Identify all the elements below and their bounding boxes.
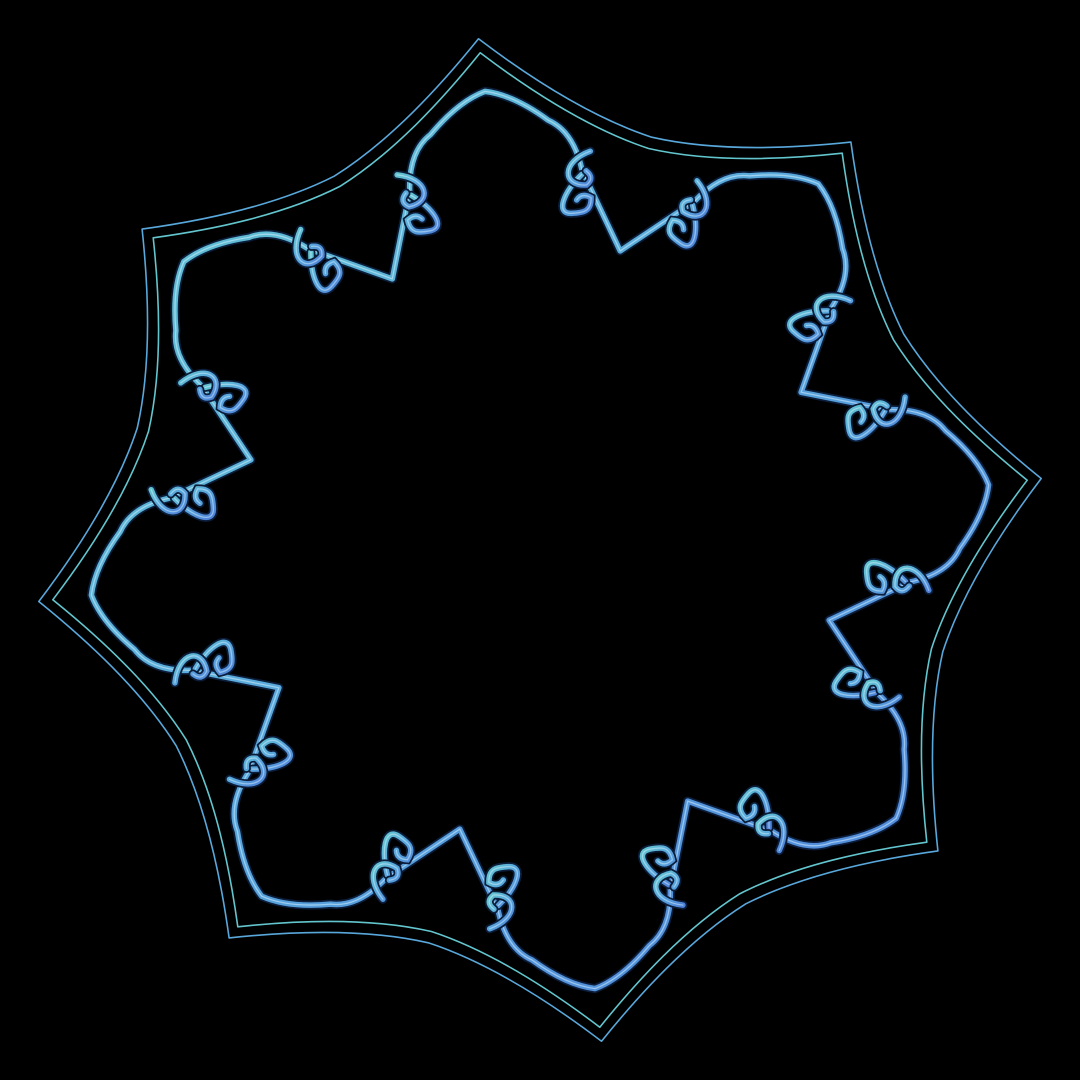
curl-flourish-2-b-highlight-0: [847, 406, 886, 439]
curl-flourish-3-a: [862, 558, 934, 596]
curl-flourishes: [146, 146, 934, 934]
curl-flourish-8-b: [392, 170, 442, 237]
curl-flourish-6-a-highlight-0: [251, 739, 291, 770]
curl-flourish-1-b: [664, 176, 712, 251]
curl-flourish-8-a: [291, 225, 345, 295]
band-stroke: [88, 88, 992, 992]
curl-flourish-5-a: [484, 862, 522, 934]
curl-flourish-5-b-highlight-1: [372, 863, 399, 900]
curl-flourish-5-a-highlight-0: [488, 865, 518, 907]
curl-flourish-6-b-highlight-1: [174, 655, 208, 684]
curl-flourish-4-b: [638, 843, 688, 910]
curl-flourish-6-a-highlight-1: [228, 757, 265, 785]
curl-flourish-8-b-highlight-0: [406, 194, 439, 233]
curl-flourish-8-a-highlight-1: [295, 228, 323, 265]
curl-flourish-1-a-highlight-0: [562, 173, 592, 215]
band-shadow: [86, 86, 994, 994]
curl-flourish-7-a: [146, 484, 218, 522]
curl-flourish-3-b-highlight-1: [863, 681, 900, 708]
outer-outline: [38, 38, 1042, 1042]
curl-flourish-4-b-highlight-1: [655, 872, 684, 906]
curl-flourish-2-b-highlight-1: [872, 396, 906, 425]
outer-outline-line-1: [38, 38, 1042, 1042]
curl-flourish-2-b: [843, 392, 910, 442]
curl-flourish-3-b-highlight-0: [833, 668, 876, 697]
curl-flourish-1-b-highlight-1: [681, 180, 708, 217]
curl-flourish-1-a: [558, 146, 596, 218]
curl-flourish-7-b: [176, 368, 251, 416]
curl-flourish-2-a: [785, 291, 855, 345]
curl-flourish-2-a-highlight-1: [815, 295, 852, 323]
curl-flourish-8-b-highlight-1: [396, 174, 425, 208]
curl-flourish-6-b: [170, 638, 237, 688]
curl-flourish-5-b: [368, 829, 416, 904]
curl-flourish-5-b-highlight-0: [383, 833, 412, 876]
curl-flourish-4-b-highlight-0: [641, 847, 674, 886]
curl-flourish-3-a-highlight-0: [865, 562, 907, 592]
curl-flourish-8-a-highlight-0: [310, 251, 341, 291]
band-highlight: [90, 90, 990, 990]
curl-flourish-3-a-highlight-1: [894, 567, 930, 592]
curl-flourish-6-a: [225, 735, 295, 789]
curl-flourish-1-a-highlight-1: [567, 150, 592, 186]
curl-flourish-6-b-highlight-0: [194, 641, 233, 674]
curl-flourish-7-a-highlight-0: [173, 488, 215, 518]
curl-flourish-1-b-highlight-0: [668, 204, 697, 247]
curl-flourish-4-a-highlight-1: [757, 815, 785, 852]
inner-scalloped-band: [86, 86, 994, 994]
curl-flourish-4-a: [735, 785, 789, 855]
curl-flourish-3-b: [829, 664, 904, 712]
curl-flourish-4-a-highlight-0: [739, 789, 770, 829]
curl-flourish-7-a-highlight-1: [150, 488, 186, 513]
curl-flourish-7-b-highlight-1: [180, 372, 217, 399]
curl-flourish-7-b-highlight-0: [204, 383, 247, 412]
outer-outline-line-2: [52, 52, 1028, 1028]
curl-flourish-2-a-highlight-0: [789, 310, 829, 341]
curl-flourish-5-a-highlight-1: [488, 894, 513, 930]
